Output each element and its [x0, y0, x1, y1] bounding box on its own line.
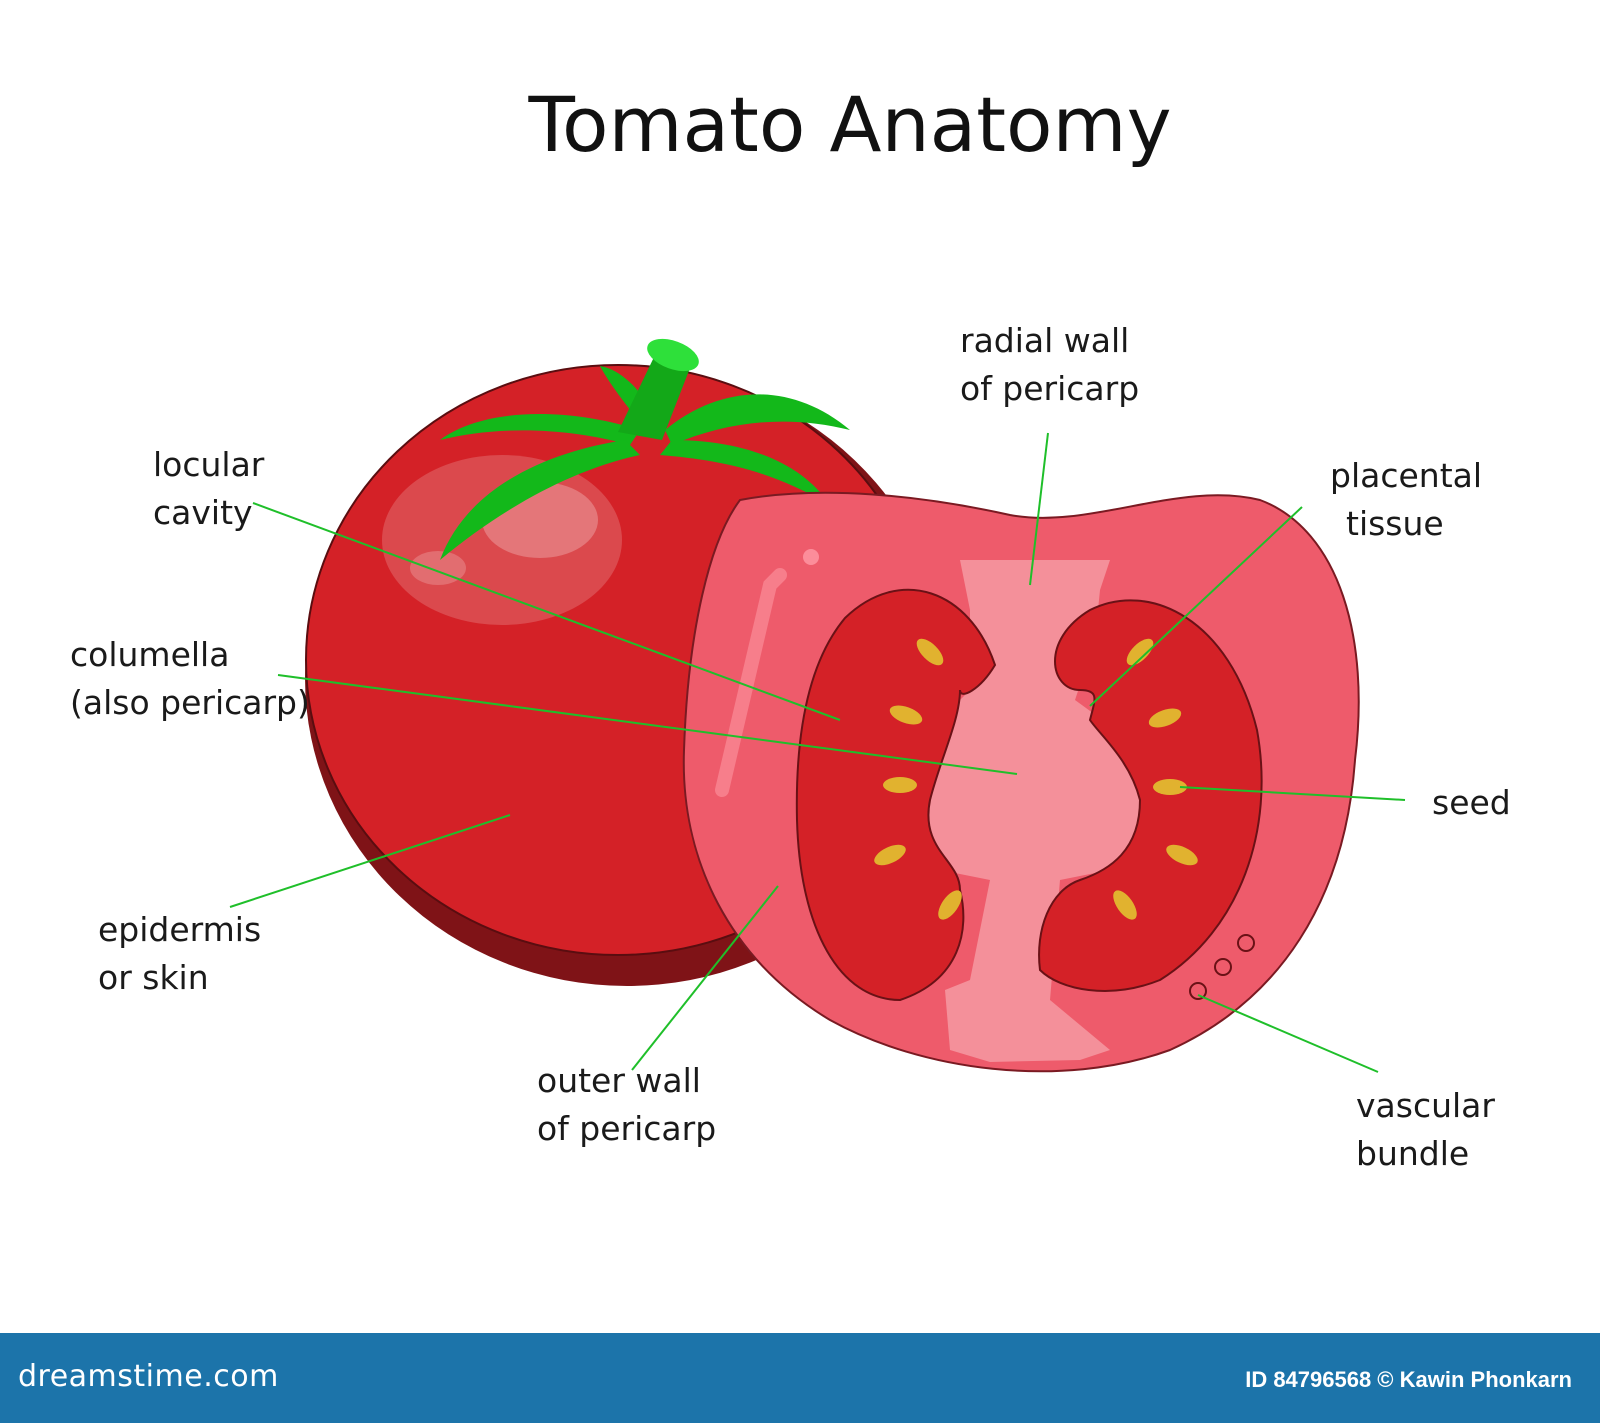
vascular-bundle-1	[1237, 934, 1255, 952]
vascular-bundles	[1189, 934, 1255, 1000]
leaf-right	[665, 394, 850, 445]
calyx-leaves	[440, 338, 850, 560]
label-placental-tissue: placental tissue	[1330, 452, 1482, 548]
leader-radial-wall	[1029, 432, 1049, 586]
footer-brand: dreamstime.com	[18, 1359, 279, 1394]
seed-6	[1126, 638, 1154, 666]
seed-10	[1113, 890, 1137, 920]
seed-7	[1148, 708, 1182, 728]
tomato-highlight	[382, 455, 622, 625]
label-line: epidermis	[98, 910, 262, 949]
footer-bar: dreamstime.com ID 84796568 © Kawin Phonk…	[0, 1333, 1600, 1423]
label-epidermis: epidermis or skin	[98, 906, 261, 1002]
leader-lines	[229, 432, 1406, 1073]
leaf-lower-right	[660, 440, 830, 505]
cut-highlight-dot	[803, 549, 819, 565]
label-line: radial wall	[960, 321, 1130, 360]
seed-4	[874, 844, 906, 866]
locule-left	[795, 588, 997, 1002]
label-line: or skin	[98, 958, 209, 997]
stem	[618, 355, 690, 440]
label-outer-wall: outer wall of pericarp	[537, 1057, 716, 1153]
leader-epidermis	[229, 814, 511, 908]
leader-columella	[277, 674, 1018, 775]
vascular-bundle-3	[1189, 982, 1207, 1000]
label-line: placental	[1330, 456, 1483, 495]
seed-9	[1166, 844, 1198, 866]
tomato-cross-section	[682, 491, 1360, 1073]
label-locular-cavity: locular cavity	[153, 441, 264, 537]
label-line: locular	[153, 445, 265, 484]
seed-2	[889, 705, 923, 725]
leader-vascular-bundle	[1197, 994, 1379, 1073]
leader-locular-cavity	[252, 502, 841, 721]
seed-5	[938, 890, 962, 920]
leader-placental-tissue	[1089, 506, 1303, 707]
label-line: outer wall	[537, 1061, 701, 1100]
label-line: bundle	[1356, 1134, 1470, 1173]
seed-8	[1153, 779, 1187, 795]
vascular-bundle-2	[1214, 958, 1232, 976]
diagram-title: Tomato Anatomy	[528, 80, 1172, 169]
cut-highlight-line	[715, 568, 787, 797]
footer-credit: ID 84796568 © Kawin Phonkarn	[1245, 1367, 1572, 1392]
label-line: (also pericarp)	[70, 683, 310, 722]
seeds	[874, 638, 1198, 920]
tomato-highlight-small	[410, 551, 466, 585]
label-line: vascular	[1356, 1086, 1495, 1125]
seed-1	[916, 638, 944, 666]
label-line: tissue	[1346, 504, 1444, 543]
stem-tip	[647, 338, 699, 372]
label-columella: columella (also pericarp)	[70, 631, 310, 727]
label-line: of pericarp	[537, 1109, 717, 1148]
label-radial-wall: radial wall of pericarp	[960, 317, 1139, 413]
label-line: columella	[70, 635, 230, 674]
label-line: cavity	[153, 493, 253, 532]
label-vascular-bundle: vascular bundle	[1356, 1082, 1495, 1178]
seed-3	[883, 777, 917, 793]
label-line: seed	[1432, 783, 1511, 822]
label-seed: seed	[1432, 779, 1511, 827]
leaf-lower-left	[440, 440, 640, 560]
leader-seed	[1179, 786, 1406, 801]
leaf-left	[440, 413, 640, 445]
label-line: of pericarp	[960, 369, 1140, 408]
locule-right	[1038, 599, 1263, 992]
leader-outer-wall	[631, 885, 779, 1071]
